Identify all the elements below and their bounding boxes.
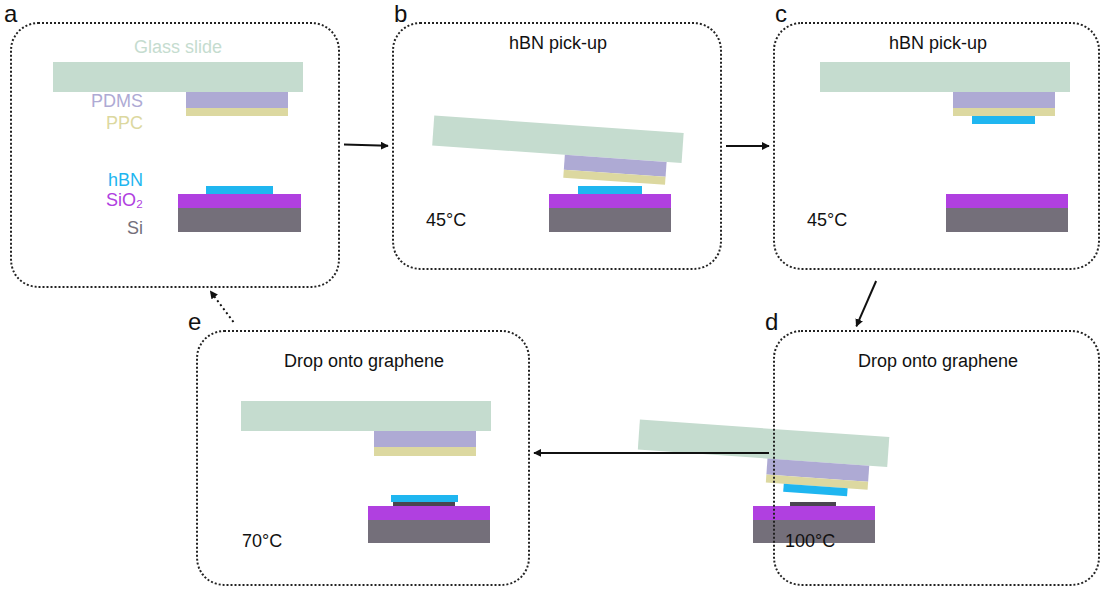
flow-arrow [856,281,876,326]
step-panel: chBN pick-up45°C [773,22,1100,270]
stack-a [53,62,303,232]
layer-label: PPC [106,114,143,132]
panel-letter: c [775,2,787,26]
layer-label: PDMS [91,92,143,110]
flow-arrow [344,144,388,145]
step-title: hBN pick-up [889,34,987,52]
temperature-label: 45°C [807,211,847,229]
step-panel: a [10,22,340,288]
layer-label: Glass slide [134,38,222,56]
step-panel: dDrop onto graphene100°C [773,330,1100,586]
flow-arrow [210,291,233,322]
stack-b [431,116,684,232]
layer-label: Si [127,219,143,237]
step-panel: bhBN pick-up45°C [392,22,722,270]
temperature-label: 45°C [426,211,466,229]
step-title: Drop onto graphene [284,352,444,370]
stack-e [241,401,491,543]
stack-d [636,420,890,543]
step-title: hBN pick-up [509,34,607,52]
flow-arrow [534,452,769,454]
panel-letter: b [394,2,407,26]
layer-label: SiO₂ [106,191,143,209]
stack-c [820,62,1070,232]
step-panel: eDrop onto graphene70°C [196,330,530,586]
flow-arrow [726,145,769,147]
temperature-label: 70°C [242,532,282,550]
layer-label: hBN [108,171,143,189]
step-title: Drop onto graphene [858,352,1018,370]
panel-letter: e [188,310,201,334]
panel-letter: a [4,2,17,26]
panel-letter: d [765,310,778,334]
temperature-label: 100°C [785,532,835,550]
